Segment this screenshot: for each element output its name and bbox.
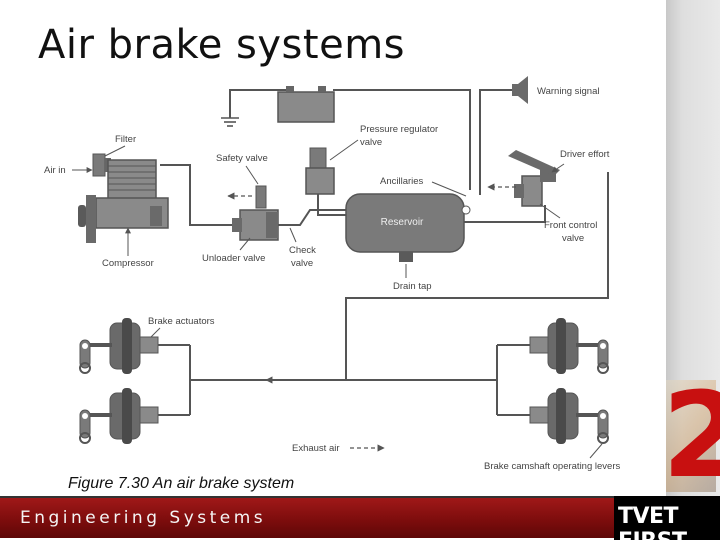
label-front-control-2: valve — [562, 233, 584, 244]
brake-actuator-right-top — [529, 318, 609, 374]
label-compressor: Compressor — [102, 258, 154, 269]
label-check-valve-2: valve — [291, 258, 313, 269]
slide-title: Air brake systems — [38, 22, 405, 68]
reservoir — [345, 193, 471, 262]
pipework — [158, 89, 609, 416]
label-driver-effort: Driver effort — [560, 149, 610, 160]
footer-bar: Engineering Systems — [0, 496, 614, 538]
pressure-regulator-valve — [305, 147, 335, 195]
label-safety-valve: Safety valve — [216, 153, 268, 164]
safety-valve — [255, 185, 267, 209]
label-check-valve-1: Check — [289, 245, 316, 256]
label-air-in: Air in — [44, 165, 66, 176]
footer-text: Engineering Systems — [20, 508, 267, 528]
tvet-first-logo: TVET FIRST — [614, 496, 720, 554]
warning-signal-icon — [512, 76, 528, 104]
unloader-valve — [232, 209, 279, 241]
label-pressure-regulator-2: valve — [360, 137, 382, 148]
label-brake-actuators: Brake actuators — [148, 316, 215, 327]
brake-actuator-left-top — [79, 318, 159, 374]
ground-icon — [221, 117, 239, 127]
label-reservoir: Reservoir — [381, 217, 424, 228]
logo-number-texture — [666, 380, 716, 492]
label-filter: Filter — [115, 134, 136, 145]
brake-actuator-left-bottom — [79, 388, 159, 444]
label-exhaust-air: Exhaust air — [292, 443, 340, 454]
logo-number: 2 — [662, 366, 720, 504]
label-drain-tap: Drain tap — [393, 281, 432, 292]
label-brake-camshaft: Brake camshaft operating levers — [484, 461, 620, 472]
figure-caption: Figure 7.30 An air brake system — [68, 475, 295, 492]
brake-actuator-right-bottom — [529, 388, 609, 444]
label-warning-signal: Warning signal — [537, 86, 599, 97]
air-brake-diagram: Warning signal Filter Air in Compressor … — [44, 76, 620, 472]
right-side-strip — [666, 0, 720, 540]
battery — [277, 86, 335, 123]
label-front-control-1: Front control — [544, 220, 597, 231]
label-pressure-regulator-1: Pressure regulator — [360, 124, 438, 135]
label-unloader-valve: Unloader valve — [202, 253, 265, 264]
brake-pedal — [508, 150, 560, 176]
logo-text: TVET FIRST — [618, 504, 687, 554]
label-ancillaries: Ancillaries — [380, 176, 424, 187]
compressor — [78, 159, 169, 243]
